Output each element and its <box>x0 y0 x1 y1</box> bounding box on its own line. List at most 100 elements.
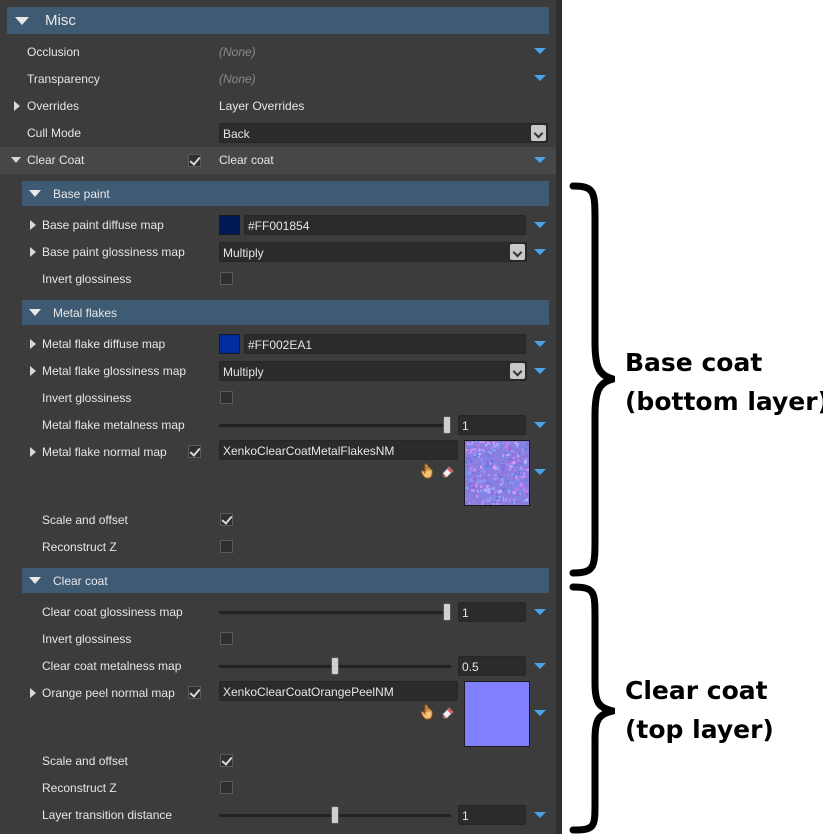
dropdown-arrow-icon[interactable] <box>534 422 546 428</box>
glossiness-slider-track[interactable] <box>219 611 451 614</box>
flake-reconstruct-z-checkbox[interactable] <box>220 540 233 553</box>
dropdown-arrow-icon[interactable] <box>534 710 546 716</box>
base-paint-glossiness-combobox[interactable]: Multiply <box>219 242 527 262</box>
panel-scrollbar[interactable] <box>556 0 562 834</box>
slider-thumb[interactable] <box>331 806 339 824</box>
base-paint-color-field[interactable]: #FF001854 <box>244 215 526 235</box>
metal-flakes-normal-preview[interactable] <box>464 440 530 506</box>
metal-flake-color-text: #FF002EA1 <box>248 338 313 352</box>
triangle-down-icon[interactable] <box>29 309 41 316</box>
hand-pointer-icon[interactable] <box>421 463 435 479</box>
layer-transition-label: Layer transition distance <box>42 808 173 822</box>
cull-mode-combobox[interactable]: Back <box>219 123 548 143</box>
metal-flake-diffuse-label: Metal flake diffuse map <box>42 337 166 351</box>
misc-section-header[interactable]: Misc <box>7 7 549 34</box>
dropdown-arrow-icon[interactable] <box>534 609 546 615</box>
metal-flake-diffuse-row: Metal flake diffuse map #FF002EA1 <box>0 331 556 358</box>
metal-flake-glossiness-value: Multiply <box>223 365 264 379</box>
orange-peel-normal-preview[interactable] <box>464 681 530 747</box>
flake-reconstruct-z-label: Reconstruct Z <box>42 540 117 554</box>
metalness-slider-track[interactable] <box>219 424 451 427</box>
base-coat-brace <box>569 182 615 577</box>
orange-peel-checkbox[interactable] <box>188 686 201 699</box>
base-invert-glossiness-checkbox[interactable] <box>220 272 233 285</box>
color-swatch[interactable] <box>219 215 240 235</box>
dropdown-arrow-icon[interactable] <box>534 249 546 255</box>
cc-invert-glossiness-label: Invert glossiness <box>42 632 132 646</box>
clear-coat-subtitle: (top layer) <box>625 715 774 744</box>
transparency-value[interactable]: (None) <box>219 72 256 86</box>
chevron-down-icon[interactable] <box>510 363 525 379</box>
clear-coat-metalness-field[interactable]: 0.5 <box>458 656 526 676</box>
dropdown-arrow-icon[interactable] <box>534 222 546 228</box>
cc-reconstruct-z-checkbox[interactable] <box>220 781 233 794</box>
triangle-right-icon[interactable] <box>30 247 36 257</box>
layer-transition-field[interactable]: 1 <box>458 805 526 825</box>
slider-thumb[interactable] <box>443 603 451 621</box>
chevron-down-icon[interactable] <box>510 244 525 260</box>
metal-flakes-section-header[interactable]: Metal flakes <box>22 300 549 325</box>
triangle-down-icon[interactable] <box>15 16 29 25</box>
triangle-right-icon[interactable] <box>30 447 36 457</box>
slider-thumb[interactable] <box>443 416 451 434</box>
metal-flake-normal-asset-field[interactable]: XenkoClearCoatMetalFlakesNM <box>219 440 458 460</box>
occlusion-value[interactable]: (None) <box>219 45 256 59</box>
overrides-label: Overrides <box>27 99 80 113</box>
dropdown-arrow-icon[interactable] <box>534 48 546 54</box>
metal-flake-glossiness-combobox[interactable]: Multiply <box>219 361 527 381</box>
base-invert-glossiness-row: Invert glossiness <box>0 266 556 293</box>
metal-flake-metalness-row: Metal flake metalness map 1 <box>0 412 556 439</box>
cc-scale-offset-label: Scale and offset <box>42 754 128 768</box>
flake-scale-offset-checkbox[interactable] <box>220 513 233 526</box>
dropdown-arrow-icon[interactable] <box>534 157 546 163</box>
triangle-down-icon[interactable] <box>11 157 21 163</box>
base-coat-title: Base coat <box>625 348 763 377</box>
dropdown-arrow-icon[interactable] <box>534 663 546 669</box>
dropdown-arrow-icon[interactable] <box>534 368 546 374</box>
metal-flake-metalness-field[interactable]: 1 <box>458 415 526 435</box>
flake-invert-glossiness-row: Invert glossiness <box>0 385 556 412</box>
cc-scale-offset-checkbox[interactable] <box>220 754 233 767</box>
dropdown-arrow-icon[interactable] <box>534 341 546 347</box>
color-swatch[interactable] <box>219 334 240 354</box>
triangle-right-icon[interactable] <box>14 101 20 111</box>
dropdown-arrow-icon[interactable] <box>534 75 546 81</box>
metal-flake-normal-checkbox[interactable] <box>188 445 201 458</box>
flake-invert-glossiness-label: Invert glossiness <box>42 391 132 405</box>
clear-coat-title: Clear coat <box>625 676 768 705</box>
metal-flake-metalness-value: 1 <box>462 419 469 433</box>
slider-thumb[interactable] <box>331 657 339 675</box>
triangle-down-icon[interactable] <box>29 577 41 584</box>
triangle-right-icon[interactable] <box>30 220 36 230</box>
triangle-right-icon[interactable] <box>30 688 36 698</box>
eraser-icon[interactable] <box>441 705 455 719</box>
clear-coat-metalness-label: Clear coat metalness map <box>42 659 182 673</box>
clear-coat-section-header[interactable]: Clear coat <box>22 568 549 593</box>
flake-invert-glossiness-checkbox[interactable] <box>220 391 233 404</box>
cull-mode-row: Cull Mode Back <box>0 120 556 147</box>
clear-coat-checkbox[interactable] <box>188 154 201 167</box>
layer-transition-row: Layer transition distance 1 <box>0 802 556 829</box>
metal-flake-color-field[interactable]: #FF002EA1 <box>244 334 526 354</box>
base-paint-diffuse-row: Base paint diffuse map #FF001854 <box>0 212 556 239</box>
chevron-down-icon[interactable] <box>531 125 546 141</box>
clear-coat-row: Clear Coat Clear coat <box>0 147 556 174</box>
hand-pointer-icon[interactable] <box>421 704 435 720</box>
cc-scale-offset-row: Scale and offset <box>0 748 556 775</box>
dropdown-arrow-icon[interactable] <box>534 812 546 818</box>
dropdown-arrow-icon[interactable] <box>534 469 546 475</box>
overrides-row: Overrides Layer Overrides <box>0 93 556 120</box>
cull-mode-value: Back <box>223 127 250 141</box>
metal-flake-glossiness-label: Metal flake glossiness map <box>42 364 187 378</box>
triangle-right-icon[interactable] <box>30 339 36 349</box>
clear-coat-glossiness-field[interactable]: 1 <box>458 602 526 622</box>
clear-coat-label: Clear Coat <box>27 153 85 167</box>
cc-invert-glossiness-checkbox[interactable] <box>220 632 233 645</box>
orange-peel-asset-field[interactable]: XenkoClearCoatOrangePeelNM <box>219 681 458 701</box>
eraser-icon[interactable] <box>441 464 455 478</box>
clear-coat-glossiness-label: Clear coat glossiness map <box>42 605 183 619</box>
metal-flakes-header-label: Metal flakes <box>53 305 118 320</box>
triangle-down-icon[interactable] <box>29 190 41 197</box>
triangle-right-icon[interactable] <box>30 366 36 376</box>
base-paint-section-header[interactable]: Base paint <box>22 181 549 206</box>
